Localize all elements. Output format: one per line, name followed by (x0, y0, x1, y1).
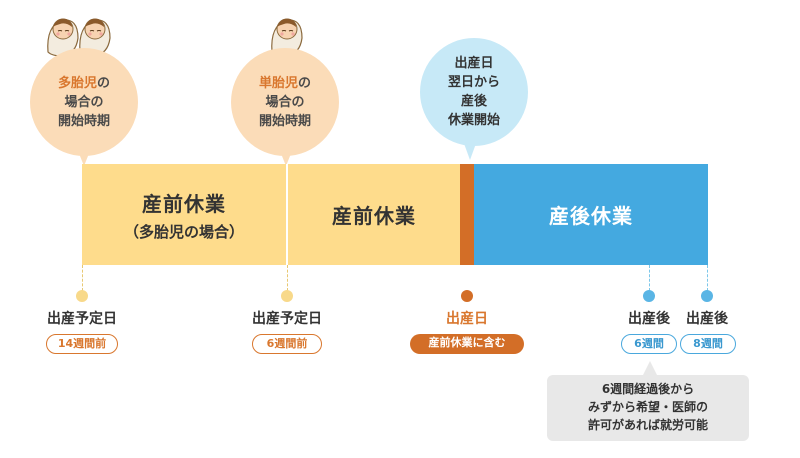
bubble-text: 産後 (460, 94, 487, 109)
return-to-work-note: 6週間経過後から みずから希望・医師の 許可があれば就労可能 (547, 375, 749, 441)
baby-icon (47, 18, 79, 57)
postnatal-leave-segment: 産後休業 (474, 164, 708, 265)
note-tail (643, 361, 657, 375)
segment-title: 産後休業 (549, 204, 633, 228)
marker-dot (76, 290, 88, 302)
bubble-text: 休業開始 (447, 113, 500, 128)
prenatal-leave-single-segment: 産前休業 (288, 164, 460, 265)
marker-pill: 産前休業に含む (410, 334, 524, 354)
guide-line (287, 265, 288, 291)
marker-pill: 14週間前 (46, 334, 118, 354)
multiple-birth-highlight: 多胎児 (57, 75, 97, 91)
bubble-tail (462, 138, 478, 160)
marker-pill: 6週間前 (252, 334, 322, 354)
marker-label: 出産予定日 (252, 311, 322, 327)
note-text: 6週間経過後から (601, 382, 695, 396)
single-birth-highlight: 単胎児 (258, 75, 298, 91)
guide-line (82, 265, 83, 291)
single-birth-start-bubble: 単胎児の 場合の 開始時期 (231, 48, 339, 156)
baby-icon-pair (47, 18, 111, 57)
birth-day-segment (460, 164, 474, 265)
segment-subtitle: （多胎児の場合） (123, 222, 244, 241)
bubble-text: 場合の (265, 94, 305, 110)
guide-line (649, 265, 650, 291)
marker-label: 出産日 (446, 311, 488, 327)
bubble-text: 場合の (64, 94, 104, 110)
baby-icon (271, 18, 303, 57)
marker-dot (461, 290, 473, 302)
note-text: 許可があれば就労可能 (587, 418, 708, 432)
marker-label: 出産後 (628, 311, 670, 327)
bubble-text: の (97, 75, 111, 91)
segment-title: 産前休業 (142, 191, 226, 216)
marker-dot (701, 290, 713, 302)
bubble-text: 出産日 (454, 56, 494, 71)
baby-icon (79, 18, 111, 57)
marker-pill: 6週間 (621, 334, 677, 354)
marker-dot (643, 290, 655, 302)
postpartum-start-bubble: 出産日 翌日から 産後 休業開始 (420, 38, 528, 146)
marker-label: 出産予定日 (47, 311, 117, 327)
bubble-tail (76, 146, 92, 166)
segment-title: 産前休業 (332, 204, 416, 228)
marker-label: 出産後 (686, 311, 728, 327)
bubble-text: 開始時期 (57, 113, 110, 129)
bubble-text: 翌日から (447, 75, 500, 90)
multiple-birth-start-bubble: 多胎児の 場合の 開始時期 (30, 48, 138, 156)
marker-dot (281, 290, 293, 302)
bubble-text: 開始時期 (258, 113, 311, 129)
bubble-text: の (298, 75, 312, 91)
segment-divider (286, 164, 288, 265)
guide-line (707, 265, 708, 291)
marker-pill: 8週間 (680, 334, 736, 354)
bubble-tail (278, 146, 294, 166)
prenatal-leave-multiple-segment: 産前休業 （多胎児の場合） (82, 164, 286, 265)
note-text: みずから希望・医師の (587, 400, 708, 414)
